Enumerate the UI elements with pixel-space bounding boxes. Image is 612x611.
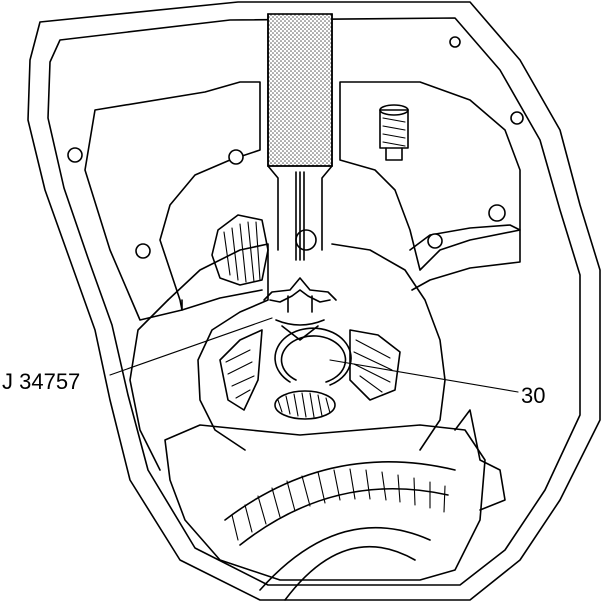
tool-label: J 34757	[2, 369, 81, 394]
leader-line-tool	[109, 317, 273, 376]
cover-plate	[84, 81, 521, 321]
leader-line-part	[329, 359, 519, 393]
housing-flange	[27, 1, 601, 601]
tool-shaft	[267, 13, 333, 251]
left-gear	[211, 214, 269, 286]
bolt-holes	[67, 36, 524, 259]
housing-bolt	[379, 104, 409, 161]
case-cavity	[129, 243, 506, 581]
differential-gears	[219, 329, 401, 420]
tool-fork	[263, 171, 337, 341]
snap-ring	[274, 327, 352, 386]
part-label: 30	[521, 383, 546, 408]
ring-gear	[224, 461, 456, 601]
